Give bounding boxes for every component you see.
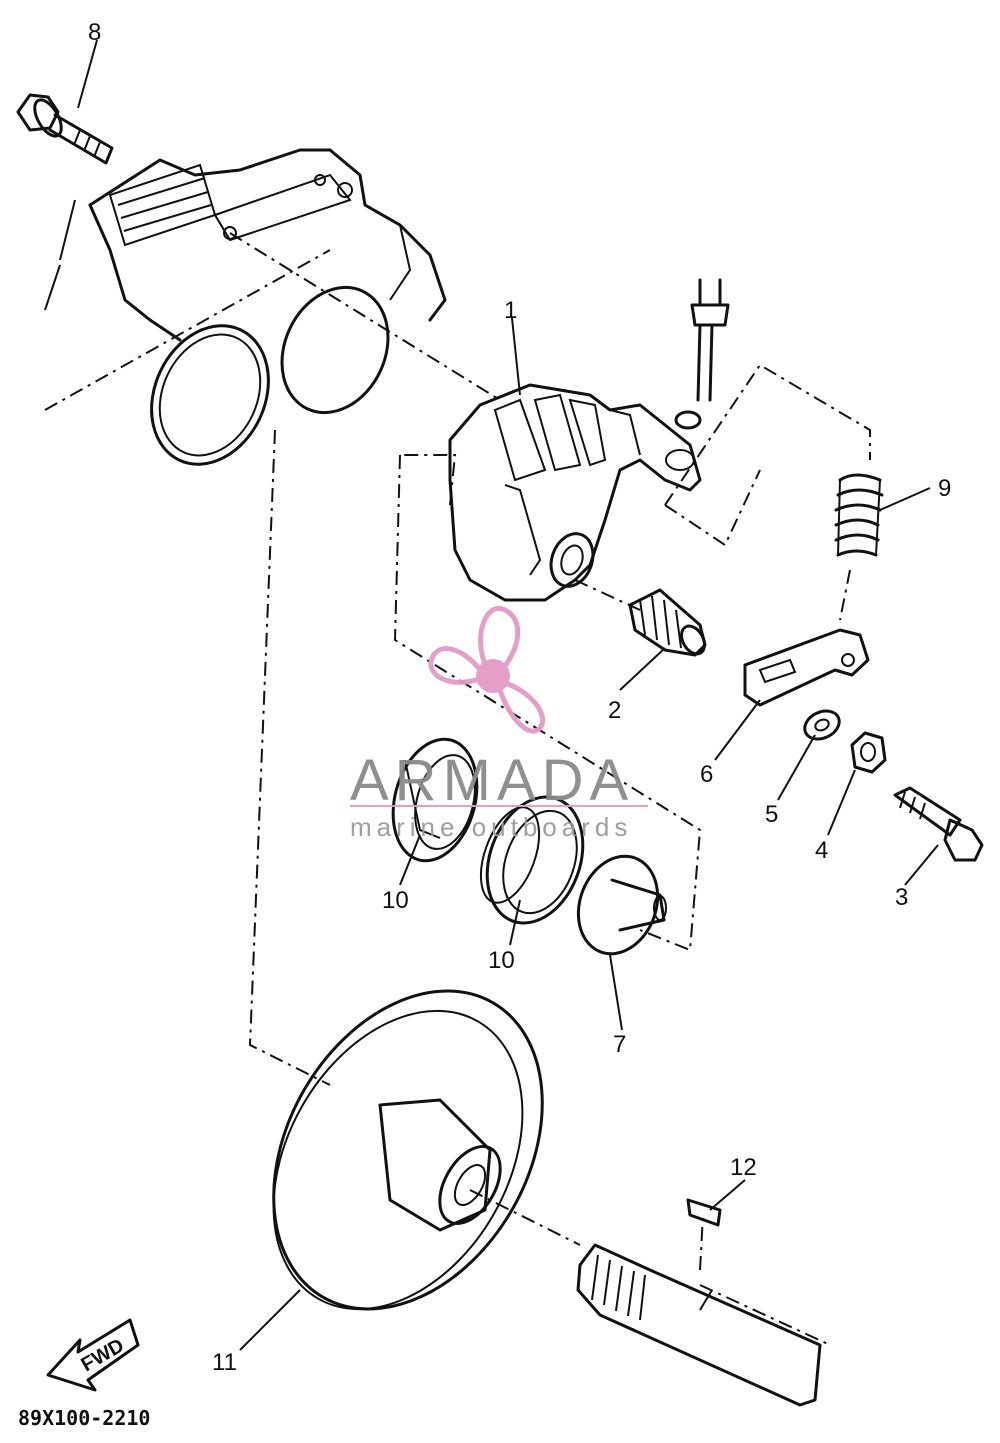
splined-shaft [576,1243,822,1407]
callout-labels: 8 1 9 2 6 5 4 3 10 10 7 12 11 [88,19,951,1376]
watermark-name: ARMADA [350,748,634,813]
watermark-tagline: marine outboards [350,812,632,842]
part-10-bushing-left [391,737,479,863]
part-6-lever [743,628,870,707]
part-3-screw [893,786,984,862]
callout-10-right: 10 [488,947,515,974]
callout-4: 4 [815,837,828,864]
callout-6: 6 [700,761,713,788]
part-9-spring [834,473,884,557]
part-4-nut [850,731,887,774]
callout-12: 12 [730,1154,757,1181]
throttle-cable [674,278,730,430]
part-10-ring-right [479,795,585,925]
armada-watermark: ARMADA marine outboards [350,605,648,842]
callout-8: 8 [88,19,101,46]
diagram-code: 89X100-2210 [18,1406,150,1430]
callout-1: 1 [504,297,517,324]
leader-lines [77,39,939,1351]
part-2-pilot-screw [628,588,707,657]
callout-5: 5 [765,801,778,828]
callout-11: 11 [212,1349,237,1376]
callout-9: 9 [938,475,951,502]
propeller-logo-icon [428,605,545,734]
forward-direction-arrow: FWD [46,1318,140,1392]
part-7-flanged-shaft [576,854,667,956]
part-5-washer [803,709,841,741]
center-lines [44,232,871,1346]
part-8-flange-bolt [16,93,114,165]
callout-10-left: 10 [382,887,409,914]
part-12-woodruff-key [686,1198,722,1227]
housing-casting [44,148,447,466]
part-1-carburetor-body [448,383,702,602]
callout-3: 3 [895,884,908,911]
callout-7: 7 [613,1031,626,1058]
callout-2: 2 [608,697,621,724]
part-11-throttle-plate [272,989,544,1311]
